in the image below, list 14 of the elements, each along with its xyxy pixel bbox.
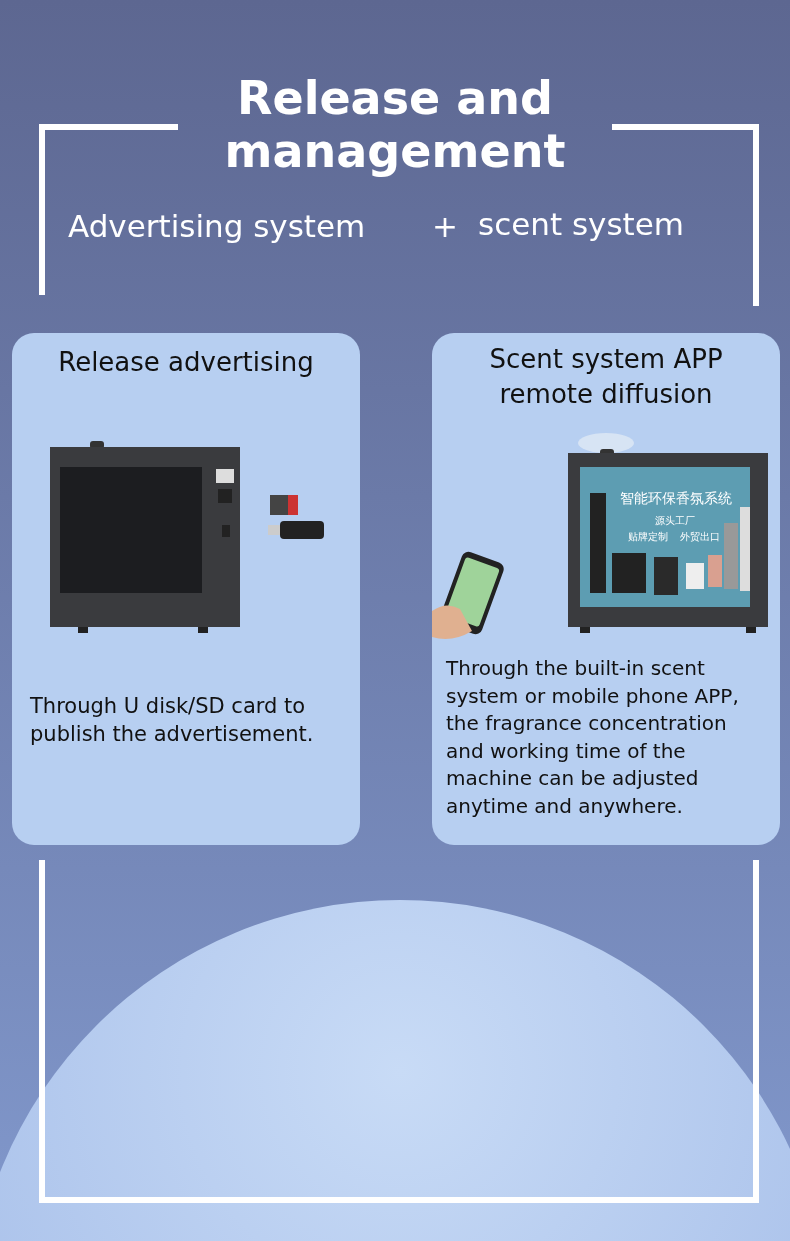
screen-text: 智能环保香氛系统 xyxy=(620,490,732,508)
card-description: Through U disk/SD card to publish the advertisement. xyxy=(30,693,315,748)
card-description: Through the built-in scent system or mobile phone APP, the fragrance concentration and working time of the machine can be adjusted anytime and anywhere. xyxy=(446,655,740,820)
subtitle: Advertising system xyxy=(68,208,366,244)
info-card xyxy=(432,333,780,845)
page-title: Release and management xyxy=(223,72,567,178)
subtitle: scent system xyxy=(478,206,684,242)
screen-text: 外贸出口 xyxy=(680,530,720,544)
screen-text: 贴牌定制 xyxy=(628,530,668,544)
card-heading: Release advertising xyxy=(57,346,315,379)
info-card xyxy=(12,333,360,845)
card-heading: Scent system APP remote diffusion xyxy=(488,343,724,411)
plus-sign: + xyxy=(432,208,458,244)
screen-text: 源头工厂 xyxy=(655,514,695,528)
